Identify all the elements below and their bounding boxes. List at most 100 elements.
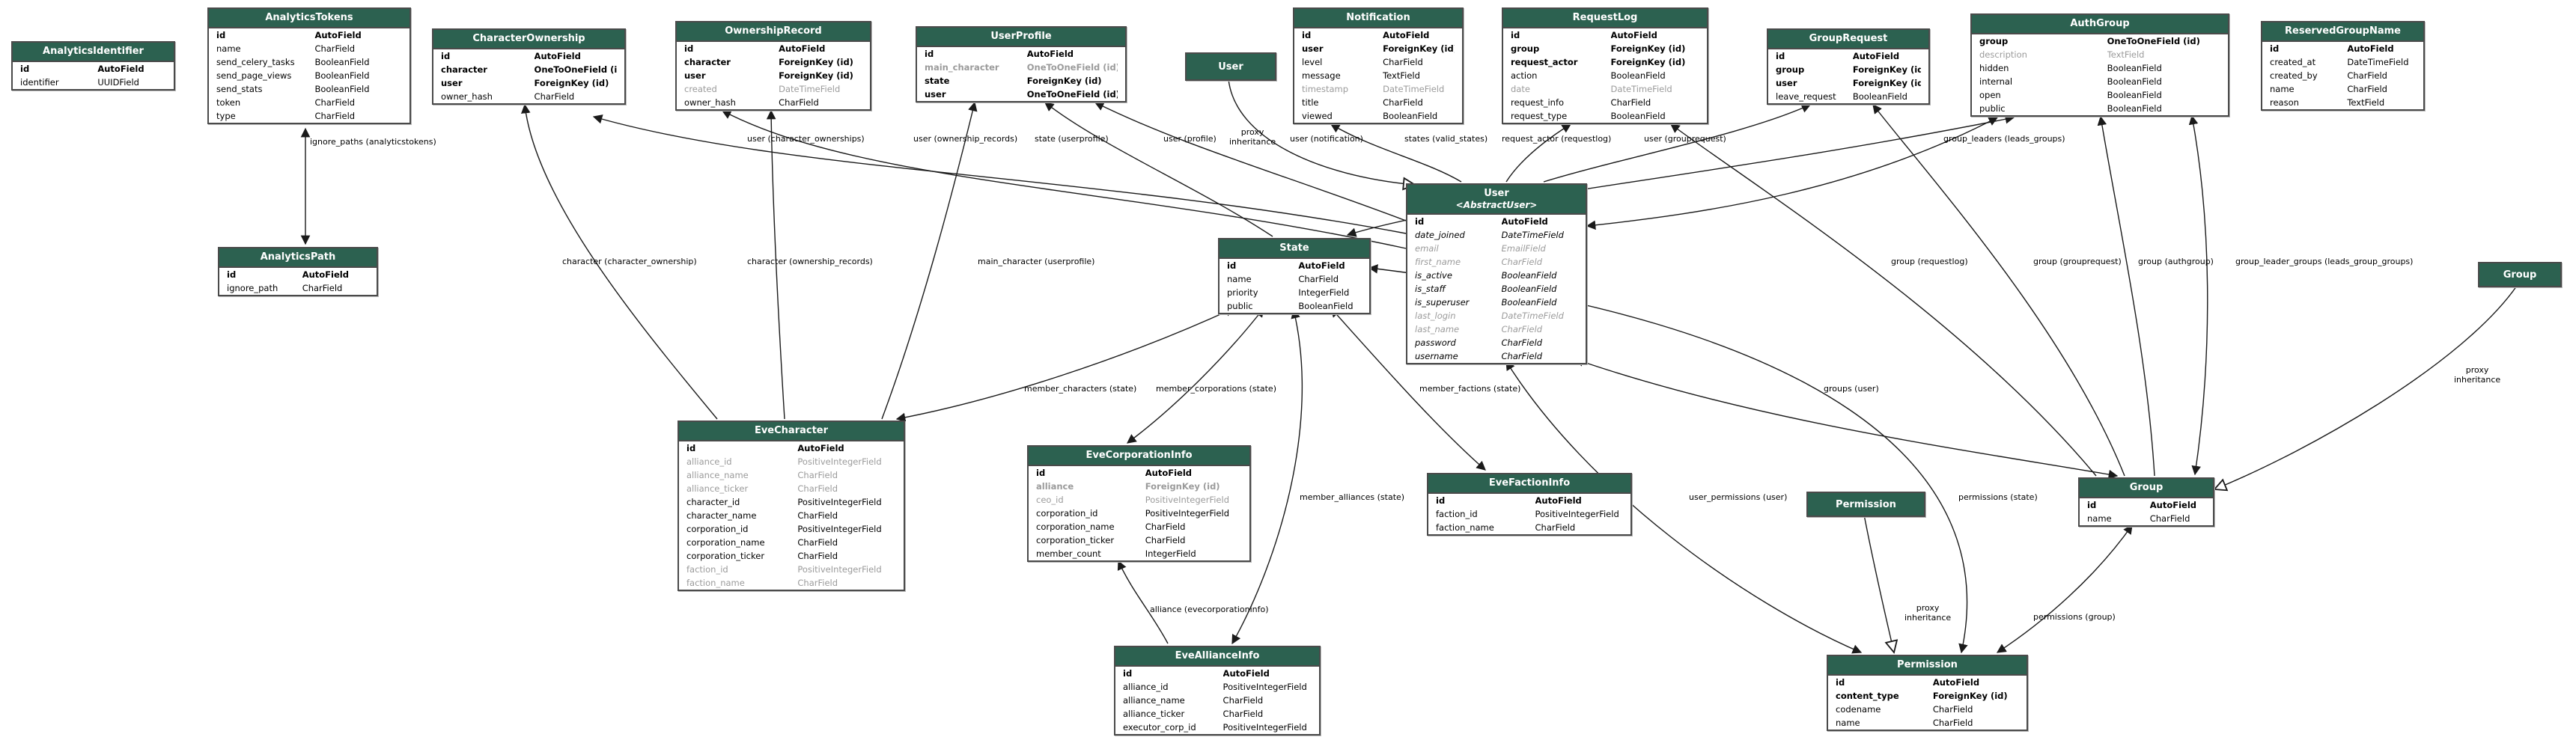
- field-name: priority: [1227, 287, 1258, 298]
- field-type: OneToOneField (id): [1026, 62, 1118, 73]
- field-name: id: [2087, 500, 2097, 510]
- proxy-node-user: User: [1185, 52, 1276, 81]
- field-name: character_name: [686, 510, 757, 521]
- edge-fk: [1044, 102, 1273, 237]
- entity-header: ReservedGroupName: [2262, 22, 2423, 42]
- field-name: member_count: [1036, 548, 1101, 559]
- entity-header: EveCorporationInfo: [1029, 447, 1249, 466]
- field-type: AutoField: [1145, 468, 1193, 478]
- field-type: BooleanField: [2107, 76, 2162, 87]
- field-row: faction_id PositiveIntegerField: [679, 563, 904, 576]
- field-type: PositiveIntegerField: [797, 564, 882, 575]
- field-name: token: [216, 97, 241, 108]
- field-name: id: [1836, 677, 1845, 688]
- field-name: request_type: [1511, 111, 1568, 121]
- entity-header: AnalyticsIdentifier: [13, 43, 174, 62]
- field-name: corporation_ticker: [1036, 535, 1115, 545]
- field-type: DateTimeField: [1501, 311, 1564, 321]
- field-name: character_id: [686, 497, 740, 507]
- field-name: main_character: [925, 62, 999, 73]
- edge-label: proxy inheritance: [1904, 603, 1952, 623]
- entity-header: Group: [2080, 479, 2213, 498]
- field-name: created_by: [2270, 70, 2318, 81]
- edge-label: group (requestlog): [1891, 257, 1968, 266]
- field-name: level: [1302, 57, 1323, 67]
- field-name: last_login: [1415, 311, 1456, 321]
- entity-title: AuthGroup: [2070, 18, 2130, 29]
- field-type: CharField: [314, 111, 356, 121]
- field-name: date: [1511, 84, 1530, 94]
- field-name: id: [216, 30, 226, 40]
- edge-label: permissions (group): [2033, 612, 2116, 622]
- field-type: PositiveIntegerField: [1145, 495, 1229, 505]
- edge-fk: [1505, 123, 1572, 183]
- field-name: type: [216, 111, 236, 121]
- field-type: DateTimeField: [779, 84, 841, 94]
- field-type: AutoField: [1298, 260, 1345, 271]
- field-row: last_login DateTimeField: [1407, 309, 1586, 322]
- edge-label: proxy inheritance: [1229, 127, 1276, 147]
- edge-label: user (profile): [1163, 134, 1217, 144]
- entity-header: CharacterOwnership: [433, 30, 624, 49]
- field-name: title: [1302, 97, 1319, 108]
- entity-title: AnalyticsTokens: [265, 12, 353, 23]
- field-type: BooleanField: [314, 84, 370, 94]
- field-row: id AutoField: [1828, 676, 2027, 689]
- edge-m2m: [1996, 524, 2133, 653]
- entity-subtitle: <AbstractUser>: [1455, 200, 1538, 210]
- edge-fk: [521, 103, 718, 420]
- edge-m2m: [895, 308, 1235, 423]
- field-type: OneToOneField (id): [534, 64, 617, 75]
- field-name: id: [1436, 495, 1446, 506]
- field-type: CharField: [1222, 695, 1264, 706]
- field-name: reason: [2270, 97, 2299, 108]
- field-type: ForeignKey (id): [779, 70, 853, 81]
- field-type: CharField: [314, 43, 356, 54]
- edge-fk: [1330, 123, 1462, 183]
- field-type: AutoField: [1932, 677, 1980, 688]
- field-name: faction_id: [686, 564, 728, 575]
- field-name: faction_id: [1436, 509, 1478, 519]
- field-type: BooleanField: [1610, 70, 1666, 81]
- field-name: id: [2270, 43, 2280, 54]
- field-name: ignore_path: [227, 283, 278, 293]
- field-type: CharField: [797, 537, 838, 548]
- edge-label: user (character_ownerships): [747, 134, 865, 144]
- field-name: id: [1511, 30, 1520, 40]
- edge-label: permissions (state): [1958, 492, 2038, 502]
- entity-title: ReservedGroupName: [2285, 25, 2401, 37]
- field-type: ForeignKey (id): [534, 78, 609, 88]
